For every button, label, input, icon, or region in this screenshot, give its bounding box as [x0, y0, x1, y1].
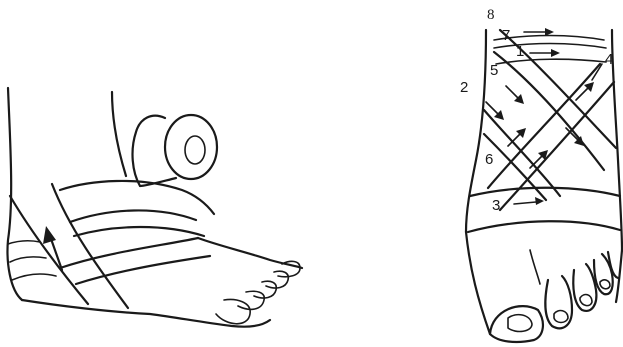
foot-front-view: 7 1 5 2 4 6 3 [460, 27, 622, 342]
leg-back-outline [8, 88, 22, 300]
heel-band-1 [8, 241, 40, 244]
bandage-roll-end [165, 115, 217, 179]
bandage-roll-body [133, 116, 176, 186]
heel-strip-left [10, 196, 88, 304]
ankle-band-bottom [60, 238, 198, 268]
right-toe-3 [573, 264, 596, 311]
turn-label-1: 1 [516, 43, 524, 60]
turn-1-band-bottom [496, 59, 606, 64]
right-toe-4-nail [600, 280, 610, 289]
right-toe-big-nail [508, 315, 532, 332]
turn-3-arrow-head [535, 197, 544, 205]
turn-1-arrow-head [551, 49, 560, 57]
heel-arrow-head [43, 226, 56, 244]
heel-band-2 [10, 257, 46, 262]
right-foot-outline [466, 232, 622, 334]
turn-5-arrow-shaft [506, 86, 518, 98]
toe-3 [254, 281, 276, 298]
figure-number: 8 [487, 7, 495, 23]
turn-1-band-top [494, 44, 606, 49]
turn-label-5: 5 [490, 62, 498, 79]
right-toe-big [490, 306, 543, 342]
toe-2 [238, 291, 264, 309]
heel-band-3 [12, 274, 56, 280]
heel-strip-right [52, 184, 128, 308]
ankle-band-lower [76, 256, 210, 284]
turn-2-strip-a [484, 110, 560, 196]
toe-4 [266, 271, 288, 288]
leg-front-outline [112, 92, 126, 176]
right-leg-right-outline [612, 30, 622, 250]
turn-label-6: 6 [485, 151, 493, 168]
right-toe-2-nail [554, 311, 568, 323]
right-toe-2 [545, 276, 572, 328]
turn-3-arrow-shaft [514, 202, 536, 204]
turn-label-2: 2 [460, 79, 468, 96]
turn-3-band-top [470, 188, 620, 196]
right-leg-left-outline [466, 30, 486, 232]
turn-2-arrow-shaft [486, 102, 498, 114]
foot-crease [530, 250, 540, 284]
ankle-band-top [60, 181, 214, 214]
turn-6-strip-a [488, 64, 600, 188]
toe-big [216, 300, 250, 324]
turn-label-3: 3 [492, 197, 500, 214]
foot-top-outline [198, 238, 302, 268]
right-toe-5 [608, 252, 618, 278]
bandage-roll-core [185, 136, 205, 164]
right-toe-3-nail [580, 295, 592, 306]
turn-label-7: 7 [502, 27, 510, 44]
ankle-band-mid2 [74, 227, 204, 236]
ankle-side-view [8, 88, 302, 327]
turn-label-4: 4 [605, 51, 613, 68]
turn-3-band-bottom [468, 221, 620, 232]
ankle-band-mid [70, 210, 196, 222]
